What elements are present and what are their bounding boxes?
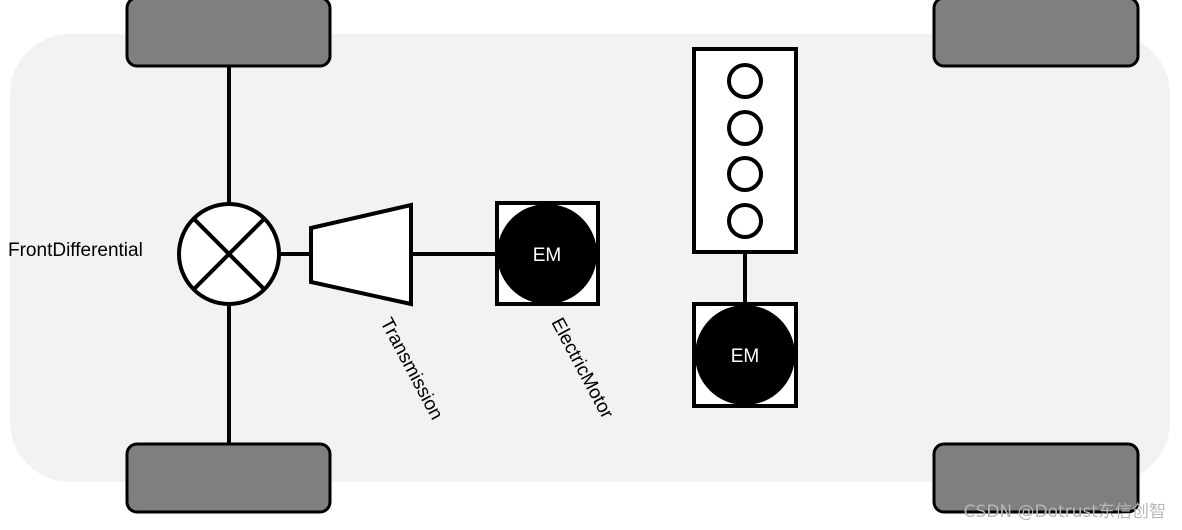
watermark: CSDN @Dotrust东信创智 (963, 502, 1166, 522)
rear-right-wheel (932, 442, 1140, 514)
rear-left-wheel (932, 0, 1140, 68)
cylinder-3 (727, 156, 763, 192)
electric-motor-engine (692, 302, 798, 408)
front-differential-label: FrontDifferential (8, 240, 143, 261)
front-differential (177, 202, 281, 306)
cylinder-2 (727, 110, 763, 146)
transmission (309, 202, 413, 307)
cylinder-4 (727, 203, 763, 239)
front-right-wheel (125, 442, 332, 514)
em-rear-label: EM (731, 346, 760, 367)
cylinder-1 (727, 63, 763, 99)
engine-block (692, 47, 798, 254)
electric-motor-front (495, 201, 600, 306)
em-front-label: EM (533, 245, 562, 266)
front-left-wheel (125, 0, 332, 68)
